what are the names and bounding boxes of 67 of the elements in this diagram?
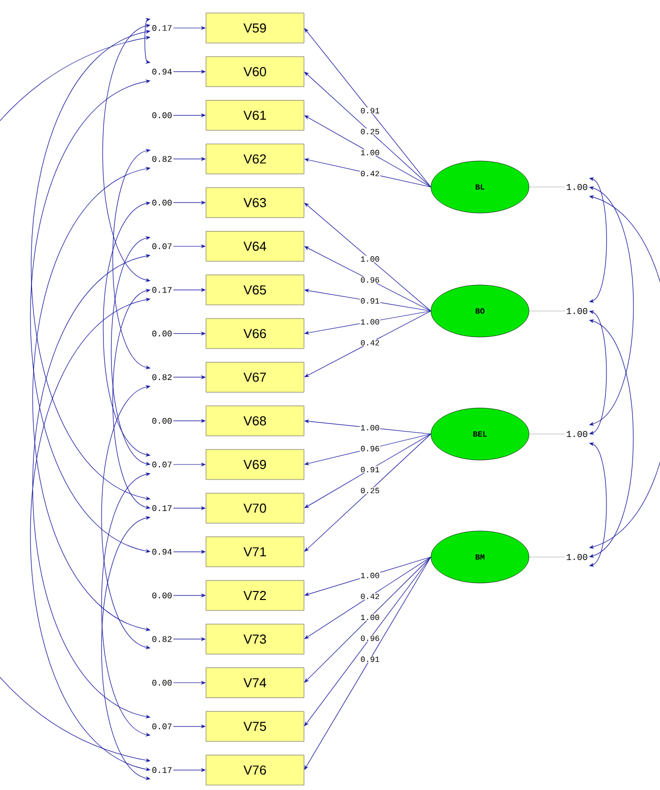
variable-box: V70 (206, 492, 304, 524)
variable-box: V74 (206, 668, 304, 698)
variance-line (528, 310, 566, 312)
variable-box: V71 (206, 536, 304, 567)
error-value: 0.17 (152, 505, 172, 512)
error-value: 0.00 (152, 680, 172, 686)
variance-line (528, 186, 566, 188)
variable-box: V65 (206, 274, 304, 306)
edge-label: 0.91 (360, 466, 380, 473)
edge-label: 0.91 (360, 298, 380, 304)
variable-box: V64 (206, 231, 304, 262)
edge-label: 1.00 (360, 256, 380, 262)
covariance-arc (589, 310, 607, 435)
error-value: 0.82 (152, 156, 172, 162)
edge-label: 1.00 (360, 572, 380, 579)
variance-value: 1.00 (566, 184, 588, 190)
variable-box: V73 (206, 624, 304, 654)
loading-arrow (304, 556, 432, 726)
error-value: 0.17 (152, 767, 172, 773)
error-value: 0.07 (152, 243, 172, 250)
error-value: 0.82 (152, 374, 172, 380)
variable-box: V61 (206, 100, 304, 130)
error-value: 0.82 (152, 636, 172, 642)
edge-label: 0.96 (360, 445, 380, 452)
covariance-arc (589, 195, 660, 549)
error-value: 0.94 (152, 548, 172, 555)
error-value: 0.17 (152, 287, 172, 293)
edge-label: 0.25 (360, 487, 380, 494)
edge-label: 0.91 (360, 107, 380, 114)
edge-label: 1.00 (360, 614, 380, 621)
covariance-arc (589, 177, 607, 303)
variable-box: V63 (206, 187, 304, 218)
variable-box: V75 (206, 711, 304, 742)
variance-value: 1.00 (566, 308, 588, 314)
error-value: 0.00 (152, 330, 172, 336)
edge-label: 0.42 (360, 339, 380, 346)
loading-arrow (304, 28, 432, 188)
error-value: 0.00 (152, 112, 172, 118)
edge-label: 0.42 (360, 170, 380, 177)
variable-box: V76 (206, 754, 304, 786)
variable-box: V66 (206, 318, 304, 349)
edge-label: 1.00 (360, 149, 380, 156)
error-value: 0.07 (152, 724, 172, 730)
edge-label: 1.00 (360, 318, 380, 326)
variable-box: V60 (206, 56, 304, 87)
error-value: 0.00 (152, 200, 172, 206)
error-value: 0.00 (152, 592, 172, 598)
edge-label: 0.96 (360, 635, 380, 642)
variable-box: V67 (206, 362, 304, 392)
variable-box: V69 (206, 449, 304, 480)
edge-label: 0.25 (360, 128, 380, 135)
variable-box: V62 (206, 144, 304, 174)
error-value: 0.07 (152, 462, 172, 468)
error-value: 0.94 (152, 68, 172, 75)
edge-label: 1.00 (360, 424, 380, 431)
variance-value: 1.00 (566, 554, 588, 560)
variance-line (528, 556, 566, 558)
error-value: 0.00 (152, 418, 172, 424)
variance-value: 1.00 (566, 430, 588, 438)
covariance-arc (589, 186, 634, 426)
variable-box: V72 (206, 580, 304, 611)
edge-label: 0.42 (360, 593, 380, 600)
edge-label: 0.96 (360, 276, 380, 284)
edge-label: 0.91 (360, 656, 380, 663)
variable-box: V59 (206, 12, 304, 44)
variable-box: V68 (206, 406, 304, 436)
error-value: 0.17 (152, 25, 172, 31)
